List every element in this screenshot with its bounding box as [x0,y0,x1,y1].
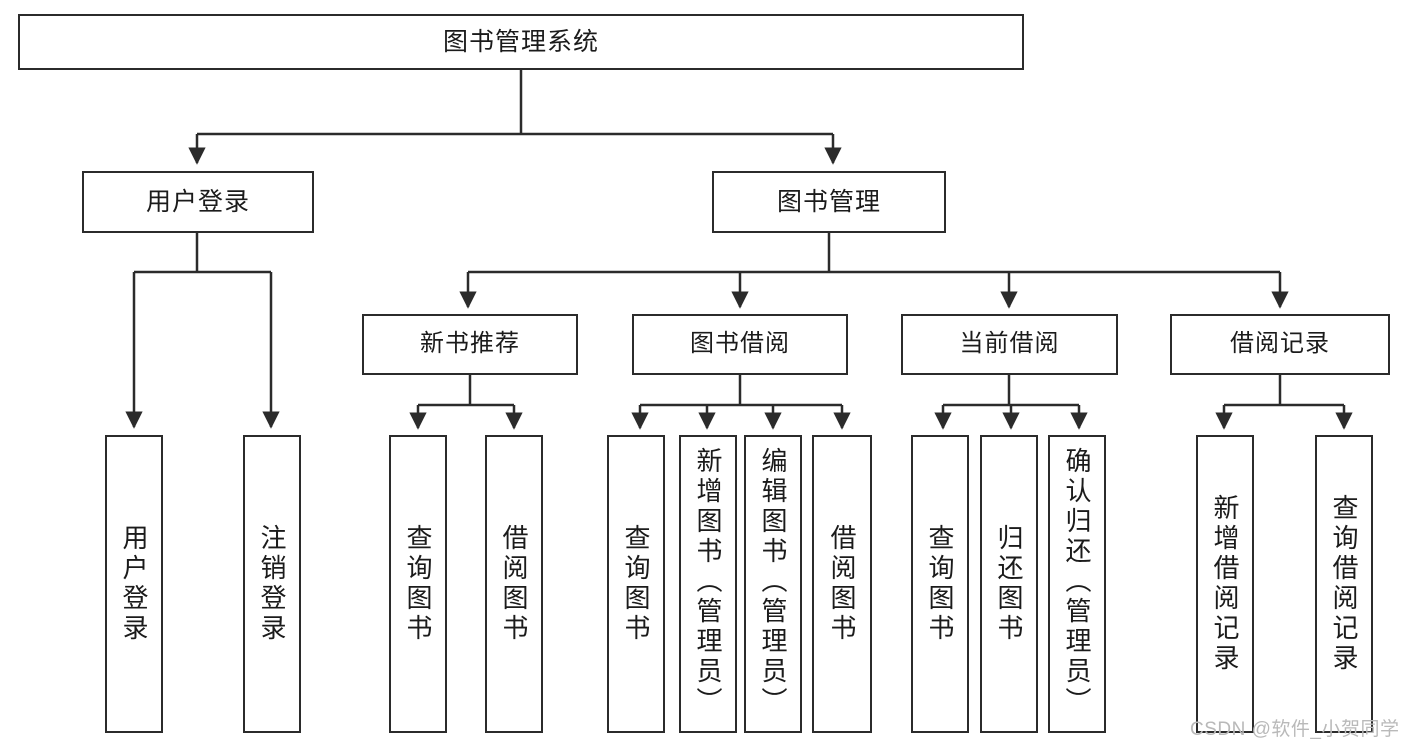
node-leaf-borrow-book-2[interactable]: 借阅图书 [812,435,872,733]
node-root-book-management-system[interactable]: 图书管理系统 [18,14,1024,70]
node-leaf-user-login[interactable]: 用户登录 [105,435,163,733]
node-leaf-add-record[interactable]: 新增借阅记录 [1196,435,1254,733]
node-label: 借阅图书 [499,524,529,644]
node-borrow-record[interactable]: 借阅记录 [1170,314,1390,375]
node-label: 新增图书（管理员） [693,447,723,717]
node-leaf-query-book-3[interactable]: 查询图书 [911,435,969,733]
node-user-login[interactable]: 用户登录 [82,171,314,233]
node-current-borrow[interactable]: 当前借阅 [901,314,1118,375]
node-leaf-query-book-1[interactable]: 查询图书 [389,435,447,733]
node-leaf-return-book[interactable]: 归还图书 [980,435,1038,733]
node-label: 编辑图书（管理员） [758,447,788,717]
node-label: 归还图书 [994,524,1024,644]
node-new-book-recommend[interactable]: 新书推荐 [362,314,578,375]
node-label: 确认归还（管理员） [1062,447,1092,717]
node-label: 查询借阅记录 [1329,494,1359,674]
node-leaf-query-record[interactable]: 查询借阅记录 [1315,435,1373,733]
node-label: 用户登录 [145,188,250,216]
node-label: 查询图书 [621,524,651,644]
node-leaf-logout-login[interactable]: 注销登录 [243,435,301,733]
node-book-management[interactable]: 图书管理 [712,171,946,233]
node-label: 借阅记录 [1230,330,1330,358]
node-label: 借阅图书 [827,524,857,644]
node-leaf-query-book-2[interactable]: 查询图书 [607,435,665,733]
node-leaf-add-book[interactable]: 新增图书（管理员） [679,435,737,733]
node-label: 新增借阅记录 [1210,494,1240,674]
node-label: 查询图书 [925,524,955,644]
node-book-borrow[interactable]: 图书借阅 [632,314,848,375]
node-label: 用户登录 [119,524,149,644]
node-label: 图书借阅 [690,330,790,358]
csdn-watermark: CSDN @软件_小贺同学 [1190,719,1400,740]
node-label: 新书推荐 [420,330,520,358]
node-label: 图书管理 [776,188,881,216]
node-label: 注销登录 [257,524,287,644]
node-label: 当前借阅 [959,330,1060,358]
node-label: 图书管理系统 [442,28,599,56]
node-leaf-confirm-return[interactable]: 确认归还（管理员） [1048,435,1106,733]
node-leaf-borrow-book-1[interactable]: 借阅图书 [485,435,543,733]
node-label: 查询图书 [403,524,433,644]
node-leaf-edit-book[interactable]: 编辑图书（管理员） [744,435,802,733]
